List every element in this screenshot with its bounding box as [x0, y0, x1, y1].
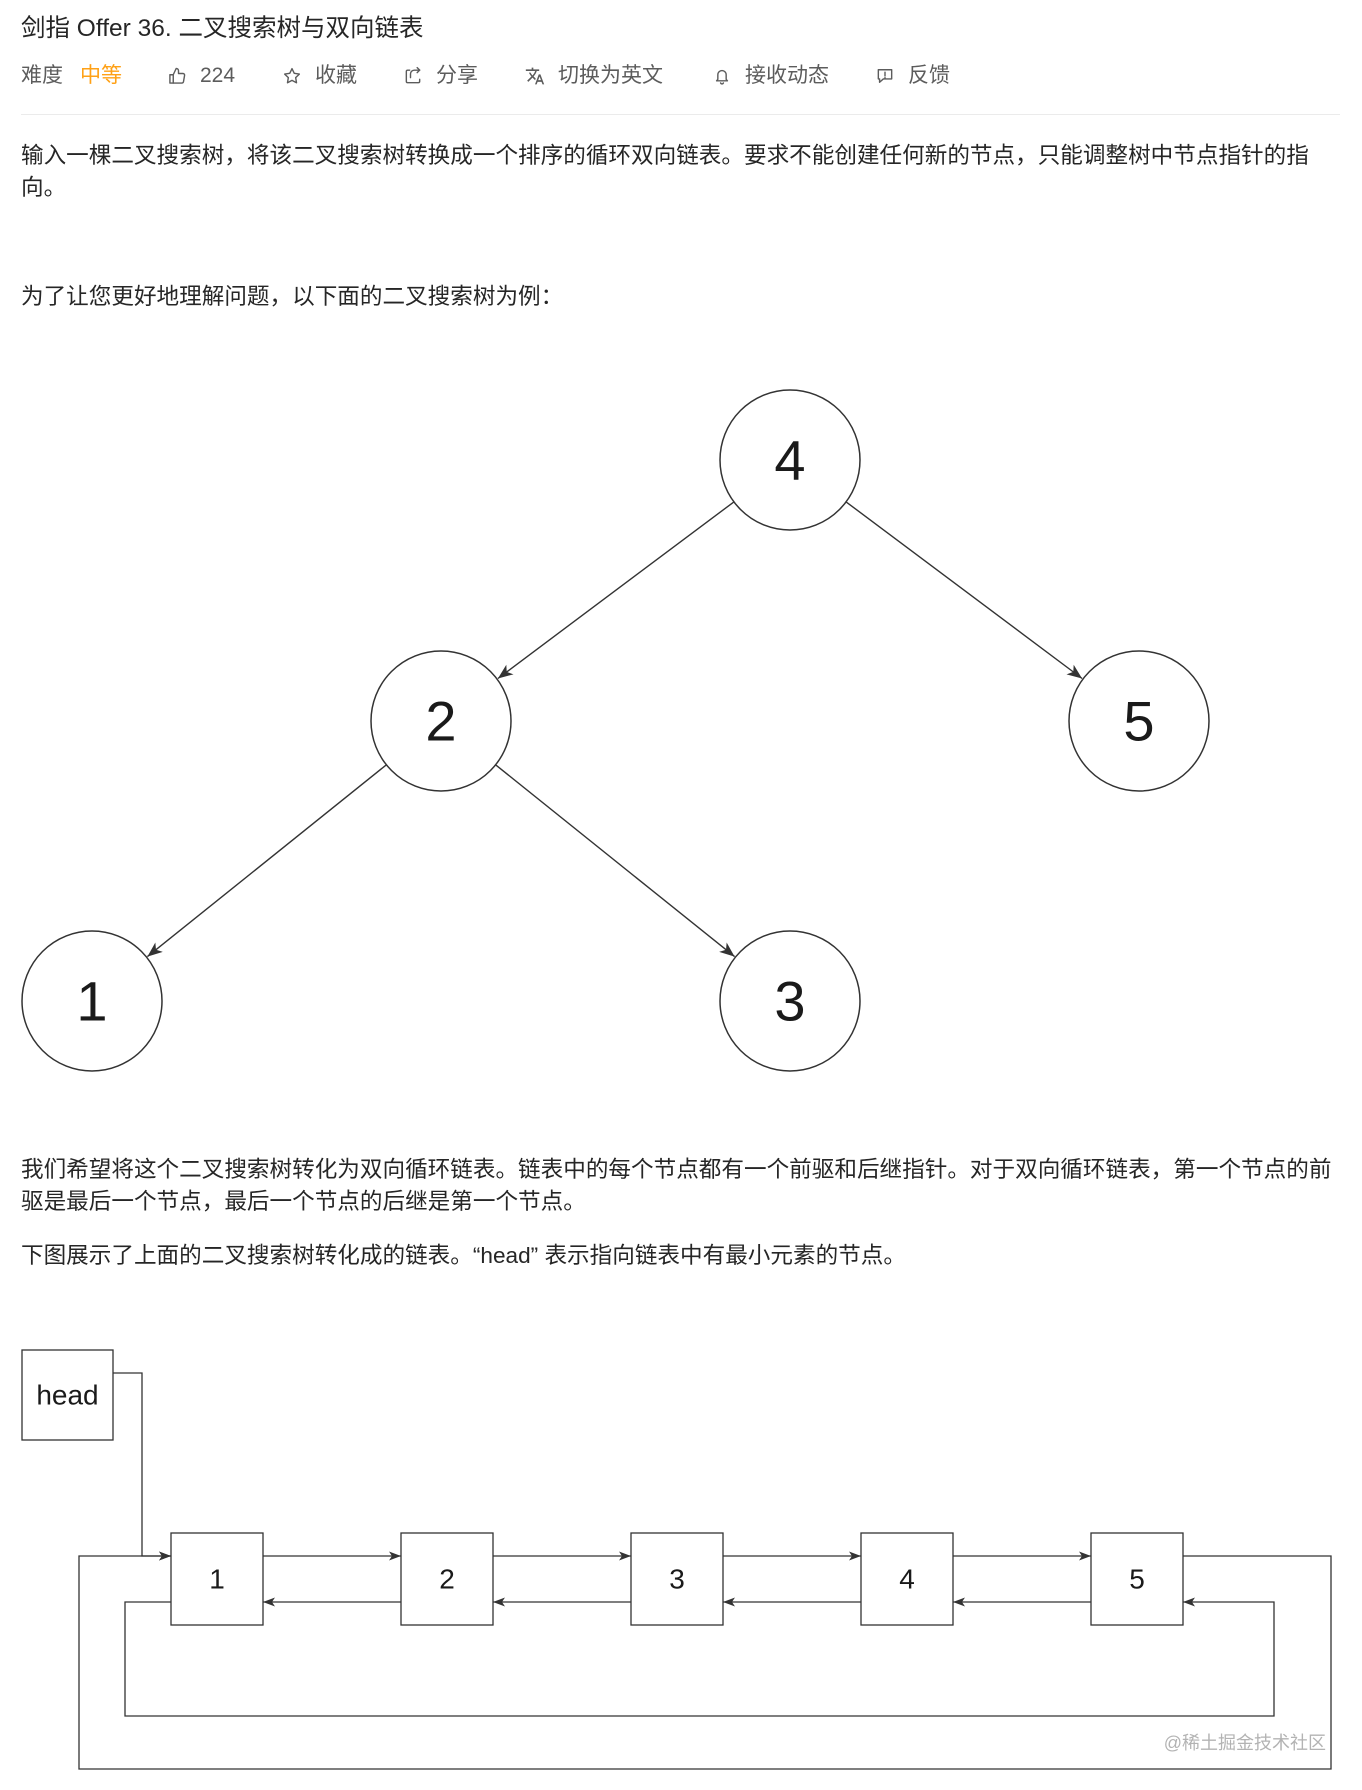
- thumbs-up-icon: [167, 66, 187, 86]
- head-pointer: [113, 1372, 171, 1561]
- tree-node-circle: [719, 930, 861, 1072]
- tree-node-5: 5: [1068, 650, 1210, 792]
- list-node-box: [400, 1532, 494, 1626]
- subscribe-button[interactable]: 接收动态: [712, 62, 829, 90]
- favorite-label: 收藏: [315, 64, 357, 87]
- tree-node-label: 5: [1123, 690, 1154, 753]
- description-paragraph: 我们希望将这个二叉搜索树转化为双向循环链表。链表中的每个节点都有一个前驱和后继指…: [21, 1157, 1332, 1214]
- feedback-button[interactable]: 反馈: [875, 62, 950, 90]
- tree-edges: [146, 501, 1083, 958]
- tree-node-circle: [370, 650, 512, 792]
- list-node-box: [630, 1532, 724, 1626]
- share-icon: [403, 66, 423, 86]
- circular-doubly-linked-list-diagram: head 1 2 3 4 5: [21, 1349, 1332, 1770]
- feedback-label: 反馈: [908, 64, 950, 87]
- list-nodes: head 1 2 3 4 5: [21, 1349, 1184, 1626]
- tree-edge-2-1: [146, 764, 387, 958]
- tree-node-circle: [21, 930, 163, 1072]
- binary-search-tree-diagram: 4 2 1 3 5: [21, 389, 1210, 1072]
- tree-node-label: 2: [425, 690, 456, 753]
- list-node-label: 3: [669, 1564, 685, 1595]
- list-node-1: 1: [170, 1532, 264, 1626]
- list-node-box: [1090, 1532, 1184, 1626]
- bell-icon: [712, 66, 732, 86]
- description-paragraph: 为了让您更好地理解问题，以下面的二叉搜索树为例：: [21, 284, 564, 309]
- description-paragraph: 输入一棵二叉搜索树，将该二叉搜索树转换成一个排序的循环双向链表。要求不能创建任何…: [21, 143, 1309, 200]
- head-prev-pointer: [124, 1597, 1275, 1717]
- list-node-label: 1: [209, 1564, 225, 1595]
- tree-node-3: 3: [719, 930, 861, 1072]
- difficulty-badge: 中等: [80, 64, 122, 87]
- head-label: head: [36, 1380, 98, 1411]
- list-node-2: 2: [400, 1532, 494, 1626]
- head-box: head: [21, 1349, 114, 1441]
- list-node-label: 4: [899, 1564, 915, 1595]
- head-box-rect: [21, 1349, 114, 1441]
- list-node-3: 3: [630, 1532, 724, 1626]
- tree-node-circle: [1068, 650, 1210, 792]
- watermark: @稀土掘金技术社区: [1163, 1733, 1326, 1753]
- tree-node-circle: [719, 389, 861, 531]
- subscribe-label: 接收动态: [745, 64, 829, 87]
- list-node-label: 2: [439, 1564, 455, 1595]
- tree-edge-2-3: [495, 764, 736, 958]
- share-button[interactable]: 分享: [403, 62, 478, 90]
- star-icon: [282, 66, 302, 86]
- list-node-5: 5: [1090, 1532, 1184, 1626]
- favorite-button[interactable]: 收藏: [282, 62, 357, 90]
- like-button[interactable]: 224: [167, 62, 235, 90]
- translate-icon: [525, 66, 545, 86]
- like-count: 224: [200, 64, 236, 87]
- difficulty-label: 难度: [21, 64, 63, 87]
- header-divider: [21, 114, 1340, 115]
- list-links: [78, 1372, 1332, 1770]
- tree-node-4: 4: [719, 389, 861, 531]
- feedback-icon: [875, 66, 895, 86]
- list-node-4: 4: [860, 1532, 954, 1626]
- share-label: 分享: [436, 64, 478, 87]
- tree-node-label: 4: [774, 429, 805, 492]
- problem-title: 剑指 Offer 36. 二叉搜索树与双向链表: [21, 15, 424, 42]
- description-paragraph: 下图展示了上面的二叉搜索树转化成的链表。“head” 表示指向链表中有最小元素的…: [21, 1243, 906, 1268]
- translate-label: 切换为英文: [558, 64, 663, 87]
- tree-edge-4-5: [845, 501, 1083, 680]
- list-node-box: [170, 1532, 264, 1626]
- list-node-box: [860, 1532, 954, 1626]
- tail-next-pointer: [78, 1551, 1332, 1770]
- tree-node-1: 1: [21, 930, 163, 1072]
- translate-button[interactable]: 切换为英文: [525, 62, 663, 90]
- tree-nodes: 4 2 1 3 5: [21, 389, 1210, 1072]
- problem-meta-bar: 难度 中等 224 收藏: [0, 62, 1362, 90]
- tree-node-label: 3: [774, 970, 805, 1033]
- tree-node-2: 2: [370, 650, 512, 792]
- list-node-label: 5: [1129, 1564, 1145, 1595]
- tree-edge-4-2: [497, 501, 735, 680]
- tree-node-label: 1: [76, 970, 107, 1033]
